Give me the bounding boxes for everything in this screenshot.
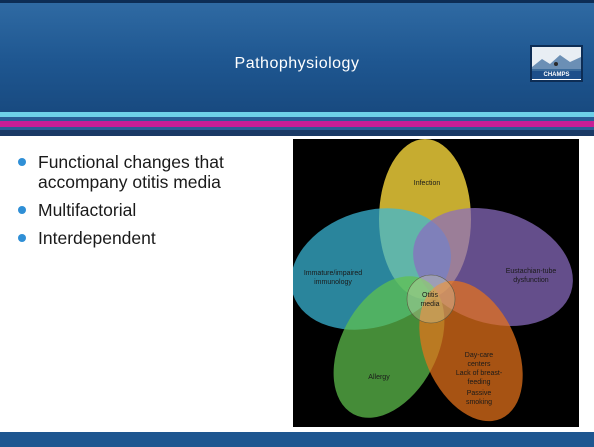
venn-label-center-1: Otitis bbox=[422, 292, 438, 299]
logo-text: CHAMPS bbox=[532, 71, 581, 79]
header-stripes bbox=[0, 112, 594, 136]
bullet-text: Multifactorial bbox=[38, 200, 137, 220]
bullet-item: Multifactorial bbox=[18, 200, 280, 220]
slide-footer-bar bbox=[0, 432, 594, 447]
venn-label-environment-3: Lack of breast- bbox=[456, 370, 503, 377]
slide-header: Pathophysiology CHAMPS bbox=[0, 0, 594, 112]
bullet-dot-icon bbox=[18, 234, 26, 242]
venn-diagram: Infection Immature/impaired immunology E… bbox=[293, 139, 573, 422]
bullet-item: Interdependent bbox=[18, 228, 280, 248]
bullet-text: Functional changes that accompany otitis… bbox=[38, 152, 224, 192]
venn-label-environment-4: feeding bbox=[468, 379, 491, 386]
venn-label-eustachian-1: Eustachian-tube bbox=[506, 268, 557, 275]
venn-diagram-figure: Infection Immature/impaired immunology E… bbox=[293, 139, 579, 427]
logo-landscape-icon bbox=[532, 47, 581, 72]
venn-label-immunology-2: immunology bbox=[314, 279, 352, 286]
venn-label-environment-2: centers bbox=[468, 361, 491, 368]
venn-label-environment-5: Passive bbox=[467, 390, 492, 397]
venn-label-center-2: media bbox=[420, 301, 439, 308]
slide-right-margin bbox=[579, 139, 594, 432]
venn-label-infection: Infection bbox=[414, 180, 441, 187]
venn-label-eustachian-2: dysfunction bbox=[513, 277, 549, 284]
venn-petal-allergy bbox=[333, 276, 445, 418]
bullet-list: Functional changes that accompany otitis… bbox=[18, 152, 280, 256]
bullet-dot-icon bbox=[18, 206, 26, 214]
champs-logo: CHAMPS bbox=[530, 45, 583, 82]
venn-label-allergy: Allergy bbox=[368, 374, 390, 381]
bullet-item: Functional changes that accompany otitis… bbox=[18, 152, 280, 192]
venn-label-environment-1: Day-care bbox=[465, 352, 494, 359]
slide-title: Pathophysiology bbox=[234, 55, 360, 72]
venn-label-environment-6: smoking bbox=[466, 399, 492, 406]
bullet-text: Interdependent bbox=[38, 228, 156, 248]
venn-center-circle bbox=[406, 274, 456, 324]
bullet-dot-icon bbox=[18, 158, 26, 166]
venn-label-immunology-1: Immature/impaired bbox=[304, 270, 362, 277]
venn-petal-environment bbox=[419, 280, 523, 422]
